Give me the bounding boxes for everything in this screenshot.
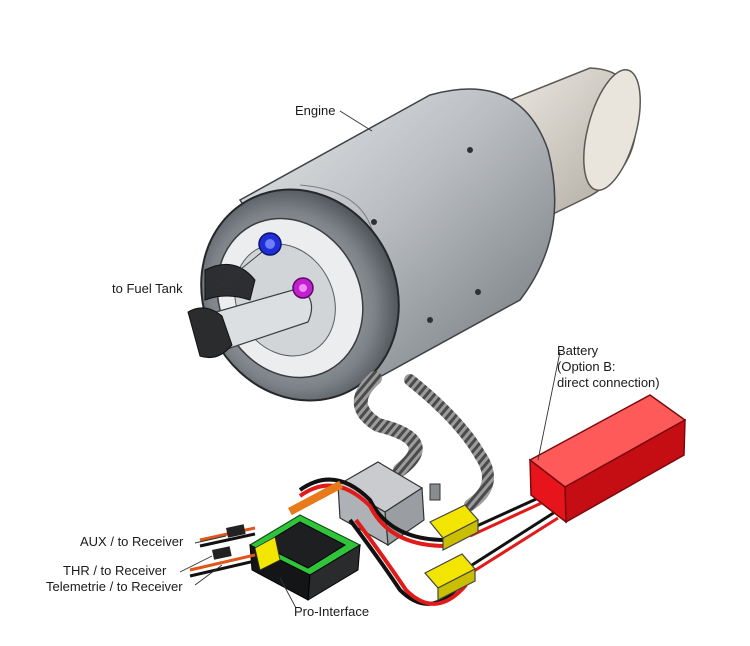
braided-harness xyxy=(353,371,494,511)
leader-lines xyxy=(179,110,561,609)
label-battery-title: Battery xyxy=(557,343,599,358)
label-fuel-tank: to Fuel Tank xyxy=(112,281,183,296)
label-battery-connection: direct connection) xyxy=(557,375,660,390)
sub-d-connector xyxy=(336,461,441,547)
label-battery: Battery (Option B: direct connection) xyxy=(557,343,697,391)
label-battery-option: (Option B: xyxy=(557,359,616,374)
label-thr: THR / to Receiver xyxy=(63,563,167,578)
servo-leads xyxy=(189,524,256,578)
label-telemetrie: Telemetrie / to Receiver xyxy=(46,579,183,594)
xt-connector-lower xyxy=(424,553,476,601)
fuel-fitting-magenta xyxy=(292,277,314,299)
label-pro-interface: Pro-Interface xyxy=(294,604,370,619)
pro-interface-unit xyxy=(248,480,362,601)
xt-connector-upper xyxy=(429,504,479,551)
battery-pack xyxy=(528,394,687,524)
fuel-fitting-blue xyxy=(258,232,282,256)
label-aux: AUX / to Receiver xyxy=(80,534,184,549)
power-cables xyxy=(298,477,559,606)
label-engine: Engine xyxy=(295,103,336,118)
